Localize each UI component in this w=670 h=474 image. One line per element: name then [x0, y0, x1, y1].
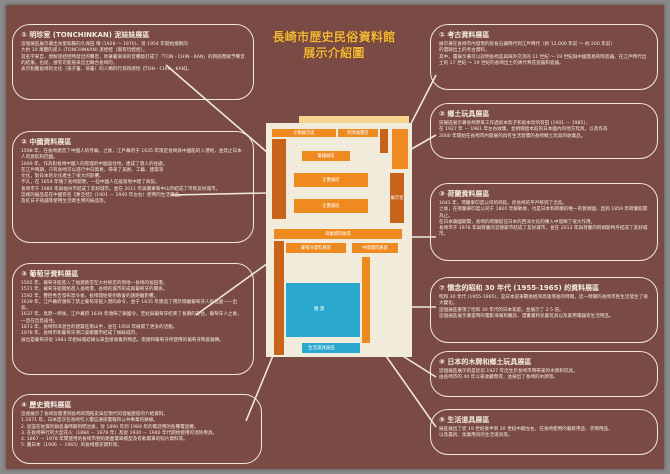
panel-netherlands: ③ 荷蘭資料展區 1641 年，荷蘭東印度公司的商館，從長崎的平戶移到了出島。 … [430, 183, 658, 261]
panel-body: 這個展區展示著出身愛知縣的久保田 曜 (1928 ～ 1970)、從 1954 … [21, 42, 245, 73]
panel-body: 這個展區展示的是從前 1927 年出生於長崎市時帶來的木牌和玩具。 由長崎市的 … [439, 369, 578, 381]
panel-body: 1598 年，在長崎建造了中國人的寺廟。之後，江戶幕府于 1635 年限定長崎爲… [21, 149, 242, 205]
panel-archaeology: ① 考古資料展區 展示著在長崎市內發現的從長石器時代到江戶時代（約 12,000… [430, 24, 658, 90]
room-7: 葡萄牙資料展區 [286, 243, 346, 253]
room-right-col: 展示室 [390, 173, 404, 223]
panel-body: 展區展出了從 19 世紀後半到 20 世紀中期左右，在長崎使用的餐飲用品、衣物用… [439, 427, 613, 439]
room-1: 企劃展示區 [272, 129, 336, 137]
map-title: 長崎市歴史民俗資料館 展示介紹圖 [272, 30, 396, 60]
room-5: 企劃展區 [294, 199, 368, 213]
room-side [380, 129, 388, 153]
zakka-area: 雜 貨 [286, 283, 360, 337]
map-sheet: ① 明珍室 (TONCHINKAN) 泥娃娃展區 這個展區展示著出身愛知縣的久保… [6, 5, 664, 469]
room-left [272, 139, 286, 219]
room-4: 企劃展區 [294, 173, 368, 187]
panel-daily-tools: ⑨ 生活道具展區 展區展出了從 19 世紀後半到 20 世紀中期左右，在長崎使用… [430, 409, 658, 455]
room-col-left [274, 241, 284, 355]
panel-body: 該展區展示著長崎原來工作過坂本欣子和坂本欣的有田 (1901 － 1985)， … [439, 121, 608, 139]
panel-portugal: ③ 葡萄牙資料展區 1565 年，葡萄牙船進入了福建教堂在大村純忠的領地—長崎的… [12, 263, 254, 375]
panel-body: 這裡展示了長崎從開港到長崎的開拓史與近現代的發展歷程的介紹資料。 1.1871 … [21, 412, 218, 449]
room-col-mid [362, 257, 370, 343]
room-right [392, 129, 408, 169]
panel-tonchinkan: ① 明珍室 (TONCHINKAN) 泥娃娃展區 這個展區展示著出身愛知縣的久保… [12, 24, 254, 100]
room-2: 明清展覽區 [338, 129, 378, 137]
daily-tools-area: 生活道具展區 [302, 343, 360, 353]
room-6: 荷蘭資料展區 [274, 229, 402, 239]
panel-wooden-toys: ⑧ 日本的木牌和鄉土玩具展區 這個展區展示的是從前 1927 年出生於長崎市時帶… [430, 351, 658, 397]
panel-body: 昭和 30 年代 (1955-1965)，是日本迎來戰後經濟高速增長的時期，這一… [439, 295, 648, 319]
panel-china: ② 中國資料展區 1598 年，在長崎建造了中國人的寺廟。之後，江戶幕府于 16… [12, 131, 254, 243]
panel-history: ④ 歷史資料展區 這裡展示了長崎從開港到長崎的開拓史與近現代的發展歷程的介紹資料… [12, 394, 262, 464]
room-8: 中國資料展區 [352, 243, 398, 253]
room-3: 書籍展區 [302, 151, 350, 161]
panel-local-toys: ② 鄉土玩具展區 該展區展示著長崎原來工作過坂本欣子和坂本欣的有田 (1901 … [430, 103, 658, 159]
floor-plan: 企劃展示區 明清展覽區 書籍展區 企劃展區 企劃展區 展示室 荷蘭資料展區 葡萄… [262, 121, 412, 369]
entrance-plate [299, 116, 409, 124]
panel-body: 1565 年，葡萄牙船進入了福建教堂在大村純忠的領地—長崎的福田港。 1571 … [21, 281, 242, 343]
panel-showa: ⑦ 懷念的昭和 30 年代 (1955-1965) 的資料展區 昭和 30 年代… [430, 277, 658, 343]
panel-body: 展示著在長崎市內發現的從長石器時代到江戶時代（約 12,000 年前 ～ 約 2… [439, 42, 647, 66]
panel-body: 1641 年，荷蘭東印度公司的商館，從長崎的平戶移到了出島。 之後，在荷蘭東印度… [439, 201, 648, 238]
